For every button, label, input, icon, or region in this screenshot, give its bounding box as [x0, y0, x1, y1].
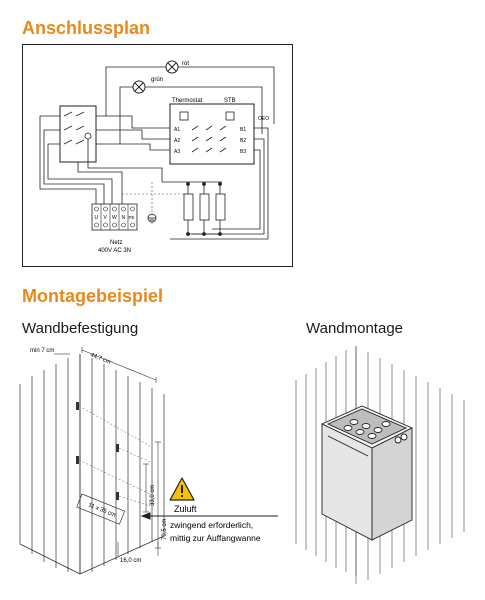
supply-slot — [76, 493, 126, 525]
oeo-label: OEO — [258, 116, 269, 122]
mains-label: Netz — [110, 240, 122, 246]
warning-icon — [169, 477, 195, 501]
wiring-diagram: rot grün Thermostat STB OEO A1 A2 A3 B1 … — [22, 44, 293, 267]
ground-icon — [147, 213, 157, 223]
stb-label: STB — [224, 98, 236, 104]
wall-fixing-title: Wandbefestigung — [22, 320, 139, 337]
stb-sensor-icon — [225, 111, 235, 121]
supply-note-2: mittig zur Auffangwanne — [170, 533, 261, 543]
heating-elements — [183, 182, 226, 236]
wall-mount-title: Wandmontage — [306, 320, 404, 337]
wall-fixing-drawing: min 7 cm 44,7 cm 33,0 cm 70,5 cm 11 x 35… — [19, 347, 278, 575]
dimension-70: 70,5 cm — [162, 519, 168, 540]
mains-pe: PE — [129, 215, 135, 220]
terminal-a2: A2 — [174, 138, 180, 144]
slot-dimension: 11 x 35 cm — [87, 502, 116, 518]
terminal-b3: B3 — [240, 149, 246, 155]
wall-mount-drawing — [295, 346, 465, 584]
thermostat-sensor-icon — [179, 111, 189, 121]
thermostat-label: Thermostat — [172, 98, 203, 104]
lamp-red-label: rot — [182, 61, 189, 67]
terminal-b1: B1 — [240, 127, 246, 133]
wiring-heading: Anschlussplan — [22, 18, 151, 38]
supply-arrow-icon — [140, 512, 278, 520]
width-dimension: 44,7 cm — [89, 352, 111, 366]
mounting-holes — [76, 402, 119, 500]
sauna-heater — [320, 405, 414, 541]
mounting-heading: Montagebeispiel — [22, 286, 164, 306]
dimension-33: 33,0 cm — [150, 485, 156, 506]
mains-n: N — [122, 215, 126, 221]
supply-label: Zuluft — [174, 504, 197, 514]
terminal-b2: B2 — [240, 138, 246, 144]
lamp-green-label: grün — [151, 77, 163, 83]
mains-spec: 400V AC 3N — [98, 248, 131, 254]
terminal-a3: A3 — [174, 149, 180, 155]
mains-terminal-block: U V W N PE — [91, 203, 138, 231]
dimension-16: 16,0 cm — [120, 558, 141, 564]
supply-note-1: zwingend erforderlich, — [170, 520, 253, 530]
terminal-a1: A1 — [174, 127, 180, 133]
thermostat-stb-block — [169, 103, 255, 165]
contactor-block — [59, 105, 97, 163]
mains-w: W — [112, 215, 117, 221]
min-distance-label: min 7 cm — [30, 348, 54, 354]
mains-u: U — [95, 215, 99, 221]
mains-v: V — [104, 215, 108, 221]
